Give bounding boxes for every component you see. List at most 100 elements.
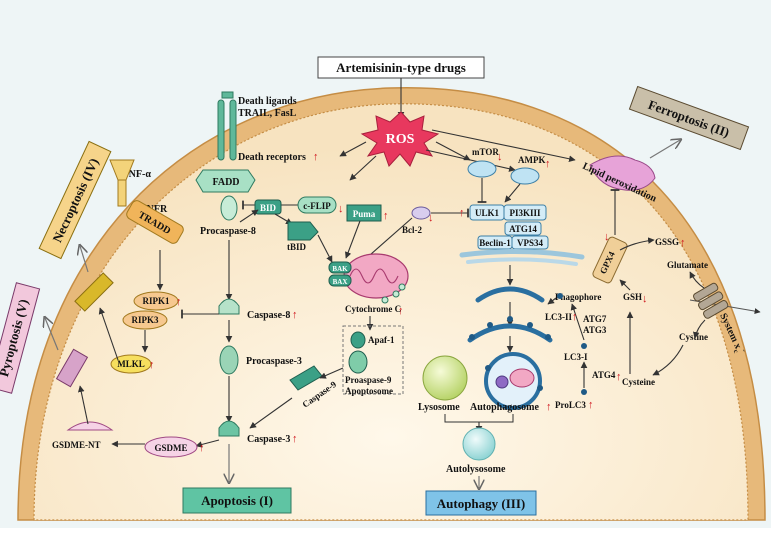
- autophagosome-dot-2: [485, 365, 491, 371]
- fadd-shape: [195, 169, 256, 193]
- phagophore-label: Phagophore: [555, 292, 601, 302]
- lc3ii-up: ↑: [572, 311, 578, 323]
- proaspase9-shape: [348, 350, 368, 374]
- bid-label: BID: [260, 203, 277, 213]
- cytochrome-dot-3: [398, 283, 406, 291]
- arrow-caspase9-caspase3: [249, 397, 293, 429]
- pyroptosis-box: [0, 282, 41, 394]
- autophagosome-up: ↑: [546, 401, 552, 413]
- autophagy-label: Autophagy (III): [437, 496, 526, 511]
- mitochondrion: [343, 253, 409, 299]
- bid-shape: [254, 199, 282, 215]
- apoptosome-label: Apoptosome: [345, 386, 393, 396]
- death-ligand-shape: [221, 91, 234, 99]
- tnfr-stem: [117, 179, 127, 207]
- arrow-ros-puma: [349, 155, 377, 181]
- death-ligands-label: Death ligands: [238, 96, 297, 107]
- cytochrome-dot-2: [392, 290, 400, 298]
- lc3i-label: LC3-I: [564, 352, 588, 362]
- arrow-ampk-ulk1: [504, 183, 521, 203]
- autophagosome-label: Autophagosome: [470, 402, 539, 413]
- atg3-label: ATG3: [583, 325, 607, 335]
- apoptosis-box: [182, 487, 292, 514]
- arrow-gsh-gpx4: [619, 279, 631, 291]
- arrow-procasp8-bid: [239, 209, 259, 223]
- lc3ii-dot: [557, 293, 563, 299]
- proaspase9-label: Proaspase-9: [345, 375, 392, 385]
- arrow-pore-necroptosis: [80, 246, 89, 273]
- ampk-shape: [510, 167, 540, 185]
- mitochondrion-cristae: [349, 268, 399, 284]
- arrow-apoptosome-caspase9: [319, 367, 344, 379]
- atg14-label: ATG14: [509, 224, 537, 234]
- mlkl-up: ↑: [149, 359, 155, 371]
- gssg-label: GSSG: [655, 237, 679, 247]
- arrow-gpx4-gssg: [619, 237, 655, 251]
- atg4-up: ↑: [616, 371, 622, 383]
- gsh-down: ↓: [642, 293, 648, 305]
- arrow-ros-ampk: [425, 149, 516, 172]
- tnf-alpha-label: TNF-α: [122, 169, 151, 180]
- caspase8-shape: [218, 298, 240, 315]
- apaf1-shape: [350, 331, 366, 349]
- autophagosome-mito: [509, 368, 535, 388]
- apoptosome-box: [342, 325, 404, 395]
- cystine-label: Cystine: [679, 332, 708, 342]
- ripk1-label: RIPK1: [143, 296, 171, 306]
- lc3-dot-4: [527, 322, 533, 328]
- arrow-ros-mtor: [435, 141, 471, 161]
- bcl2-shape: [411, 206, 431, 220]
- gsdme-up: ↑: [199, 442, 205, 454]
- bak-shape: [328, 261, 352, 274]
- procaspase3-shape: [219, 345, 239, 375]
- necroptosis-pore: [74, 272, 114, 312]
- arrow-pore-pyroptosis: [45, 318, 59, 351]
- autophagosome-dot-1: [537, 385, 543, 391]
- phagophore-shape: [475, 286, 545, 303]
- gsdme-nt-shape: [66, 421, 114, 431]
- arrow-glutamate-export: [689, 271, 705, 289]
- death-receptor-right: [229, 99, 237, 161]
- autolysosome-label: Autolysosome: [446, 464, 506, 475]
- mtor-shape: [467, 160, 497, 178]
- pi3kiii-shape: [503, 204, 547, 221]
- mlkl-shape: [110, 354, 152, 374]
- apoptosis-label: Apoptosis (I): [201, 493, 273, 508]
- lysosome-label: Lysosome: [418, 402, 460, 413]
- cytochrome-c-label: Cytochrome C: [345, 304, 401, 314]
- gsdme-shape: [144, 436, 198, 458]
- pi3kiii-label: PI3KIII: [509, 208, 541, 218]
- er-membrane-1: [459, 248, 585, 260]
- puma-label: Puma: [353, 209, 376, 219]
- arrow-ros-death-receptors: [339, 141, 367, 157]
- atg14-shape: [504, 221, 542, 236]
- procaspase8-shape: [220, 195, 238, 221]
- arrow-puma-bak: [345, 220, 361, 259]
- elongating-membrane: [467, 323, 553, 343]
- arrow-cystine-cysteine: [652, 344, 684, 376]
- gsdme-nt-label: GSDME-NT: [52, 440, 101, 450]
- tbid-label: tBID: [287, 242, 307, 252]
- ulk1-label: ULK1: [475, 208, 500, 218]
- atg7-label: ATG7: [583, 314, 607, 324]
- glutamate-label: Glutamate: [667, 260, 708, 270]
- arrow-lipid-ferroptosis: [649, 140, 680, 159]
- arrow-casp3-gsdme: [195, 439, 220, 448]
- necroptosis-box: [38, 140, 112, 260]
- arrow-lc3i-lc3ii: [570, 303, 585, 341]
- ripk3-shape: [122, 310, 168, 330]
- arrow-cystine-import: [692, 319, 706, 339]
- bak-label: BAK: [332, 265, 348, 273]
- caspase8-label: Caspase-8: [247, 310, 290, 321]
- mtor-down: ↓: [497, 151, 503, 163]
- lc3-dot-1: [469, 334, 475, 340]
- arrow-mlkl-pore: [98, 307, 119, 361]
- ripk1-up: ↑: [176, 296, 182, 308]
- ripk1-shape: [133, 291, 179, 311]
- arrow-gsdmeNT-pore: [77, 385, 89, 425]
- procaspase3-label: Procaspase-3: [246, 356, 302, 367]
- gpx4-shape: [592, 236, 628, 284]
- bax-label: BAX: [333, 278, 348, 286]
